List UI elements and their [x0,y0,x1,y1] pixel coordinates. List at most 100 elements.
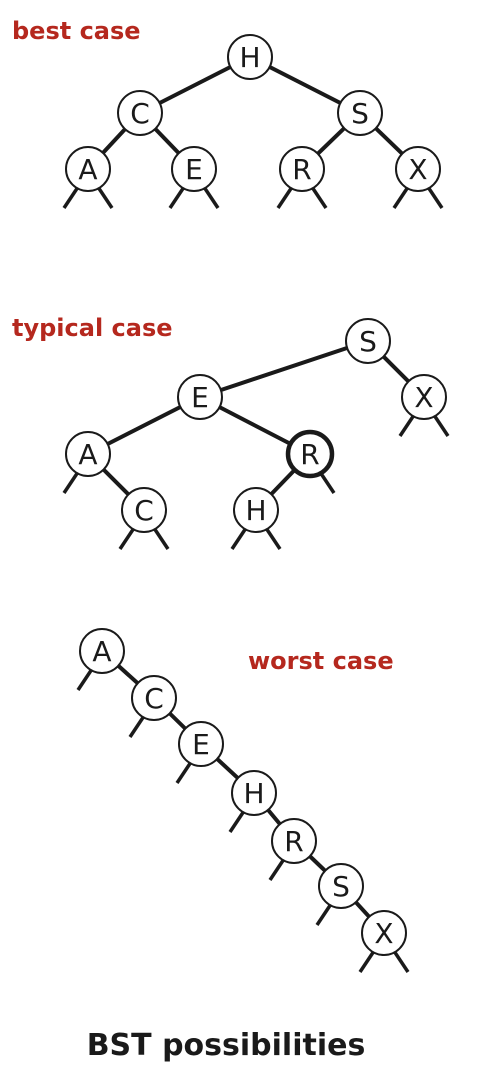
node-key: X [408,153,427,186]
node-key: H [239,41,260,74]
node-e: E [171,146,217,192]
node-circle [361,910,407,956]
null-link-E-left [168,186,186,209]
node-x: X [361,910,407,956]
node-key: C [144,682,164,715]
typical-case-tree: S E X A R C H [62,318,450,550]
null-link-A-left [62,471,80,494]
node-circle [337,90,383,136]
node-r: R [271,818,317,864]
node-circle [79,628,125,674]
node-key: E [191,381,209,414]
node-r: R [279,146,325,192]
node-r: R [285,429,335,479]
node-s: S [337,90,383,136]
node-circle [271,818,317,864]
node-c: C [117,90,163,136]
node-h: H [233,487,279,533]
node-circle [131,675,177,721]
node-circle [401,374,447,420]
null-link-X-left [358,950,376,973]
null-link-A-right [96,186,114,209]
node-key: S [359,325,377,358]
node-key: S [351,97,369,130]
node-circle [233,487,279,533]
node-key: A [92,635,111,668]
null-link-E-left [175,761,193,784]
node-x: X [401,374,447,420]
node-circle [117,90,163,136]
node-circle [177,374,223,420]
null-link-A-left [76,668,94,691]
node-s: S [318,863,364,909]
node-key: A [78,153,97,186]
node-circle [171,146,217,192]
node-h: H [227,34,273,80]
node-circle [231,770,277,816]
null-link-X-right [426,186,444,209]
node-key: C [130,97,150,130]
null-link-X-left [398,414,416,437]
node-key: R [284,825,303,858]
node-circle [65,146,111,192]
null-link-R-right [310,186,328,209]
node-circle [345,318,391,364]
null-link-A-left [62,186,80,209]
null-link-S-left [315,903,333,926]
node-key: A [78,438,97,471]
worst-case-label: worst case [248,647,394,675]
node-circle [178,721,224,767]
null-link-R-left [276,186,294,209]
node-circle [121,487,167,533]
null-link-C-left [118,527,136,550]
node-h: H [231,770,277,816]
null-link-E-right [202,186,220,209]
node-x: X [395,146,441,192]
node-c: C [121,487,167,533]
node-key: X [414,381,433,414]
node-key: X [374,917,393,950]
nodes: S E X A R C H [65,318,447,533]
null-link-H-left [230,527,248,550]
null-link-X-right [432,414,450,437]
node-circle [279,146,325,192]
best-case-label: best case [12,17,141,45]
node-key: R [292,153,311,186]
diagram-title: BST possibilities [87,1028,366,1063]
null-link-H-right [264,527,282,550]
null-link-R-right [318,471,336,494]
node-key: H [243,777,264,810]
null-link-H-left [228,810,246,833]
node-a: A [79,628,125,674]
node-key: H [245,494,266,527]
null-link-C-right [152,527,170,550]
edge-S-E [199,339,369,399]
node-key: R [300,438,319,471]
null-link-C-left [128,715,146,738]
node-s: S [345,318,391,364]
node-a: A [65,431,111,477]
node-circle [227,34,273,80]
node-key: S [332,870,350,903]
node-circle [318,863,364,909]
null-link-X-left [392,186,410,209]
node-c: C [131,675,177,721]
null-link-X-right [392,950,410,973]
node-key: C [134,494,154,527]
node-e: E [177,374,223,420]
node-key: E [192,728,210,761]
typical-case-label: typical case [12,314,173,342]
node-key: E [185,153,203,186]
node-e: E [178,721,224,767]
nodes: H C S A E R X [65,34,441,192]
node-circle [285,429,335,479]
null-link-R-left [268,858,286,881]
node-circle [65,431,111,477]
node-a: A [65,146,111,192]
best-case-tree: H C S A E R X [62,34,444,209]
node-circle [395,146,441,192]
